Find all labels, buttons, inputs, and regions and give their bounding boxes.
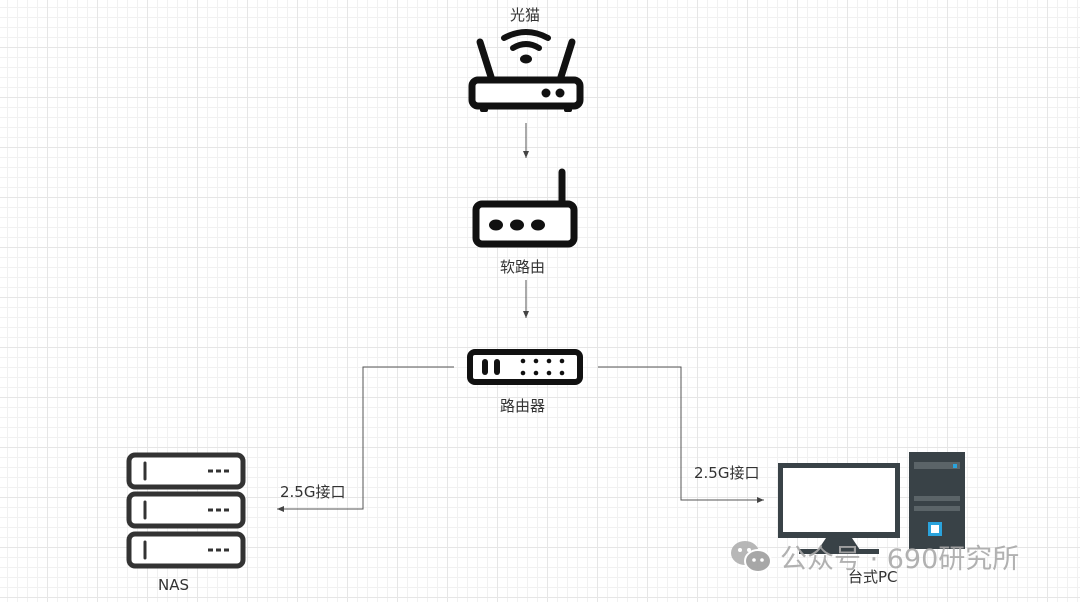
watermark-text: 公众号 · 690研究所 bbox=[780, 544, 1020, 575]
nas-icon[interactable] bbox=[125, 451, 247, 571]
nas-label: NAS bbox=[158, 576, 190, 594]
edge-label-nas: 2.5G接口 bbox=[280, 483, 346, 501]
edge-label-pc: 2.5G接口 bbox=[694, 464, 760, 482]
router-label: 路由器 bbox=[500, 397, 546, 415]
soft-router-icon[interactable] bbox=[472, 166, 580, 250]
wechat-icon bbox=[731, 540, 772, 573]
modem-label: 光猫 bbox=[510, 6, 541, 24]
watermark: 公众号 · 690研究所 bbox=[730, 537, 1019, 576]
edge-router-nas bbox=[277, 366, 454, 512]
soft-router-label: 软路由 bbox=[500, 258, 546, 276]
desktop-pc-icon[interactable] bbox=[778, 452, 968, 562]
router-icon[interactable] bbox=[466, 348, 586, 388]
modem-icon[interactable] bbox=[466, 28, 586, 114]
edge-router-pc bbox=[598, 366, 764, 503]
pc-label: 台式PC bbox=[848, 568, 898, 586]
